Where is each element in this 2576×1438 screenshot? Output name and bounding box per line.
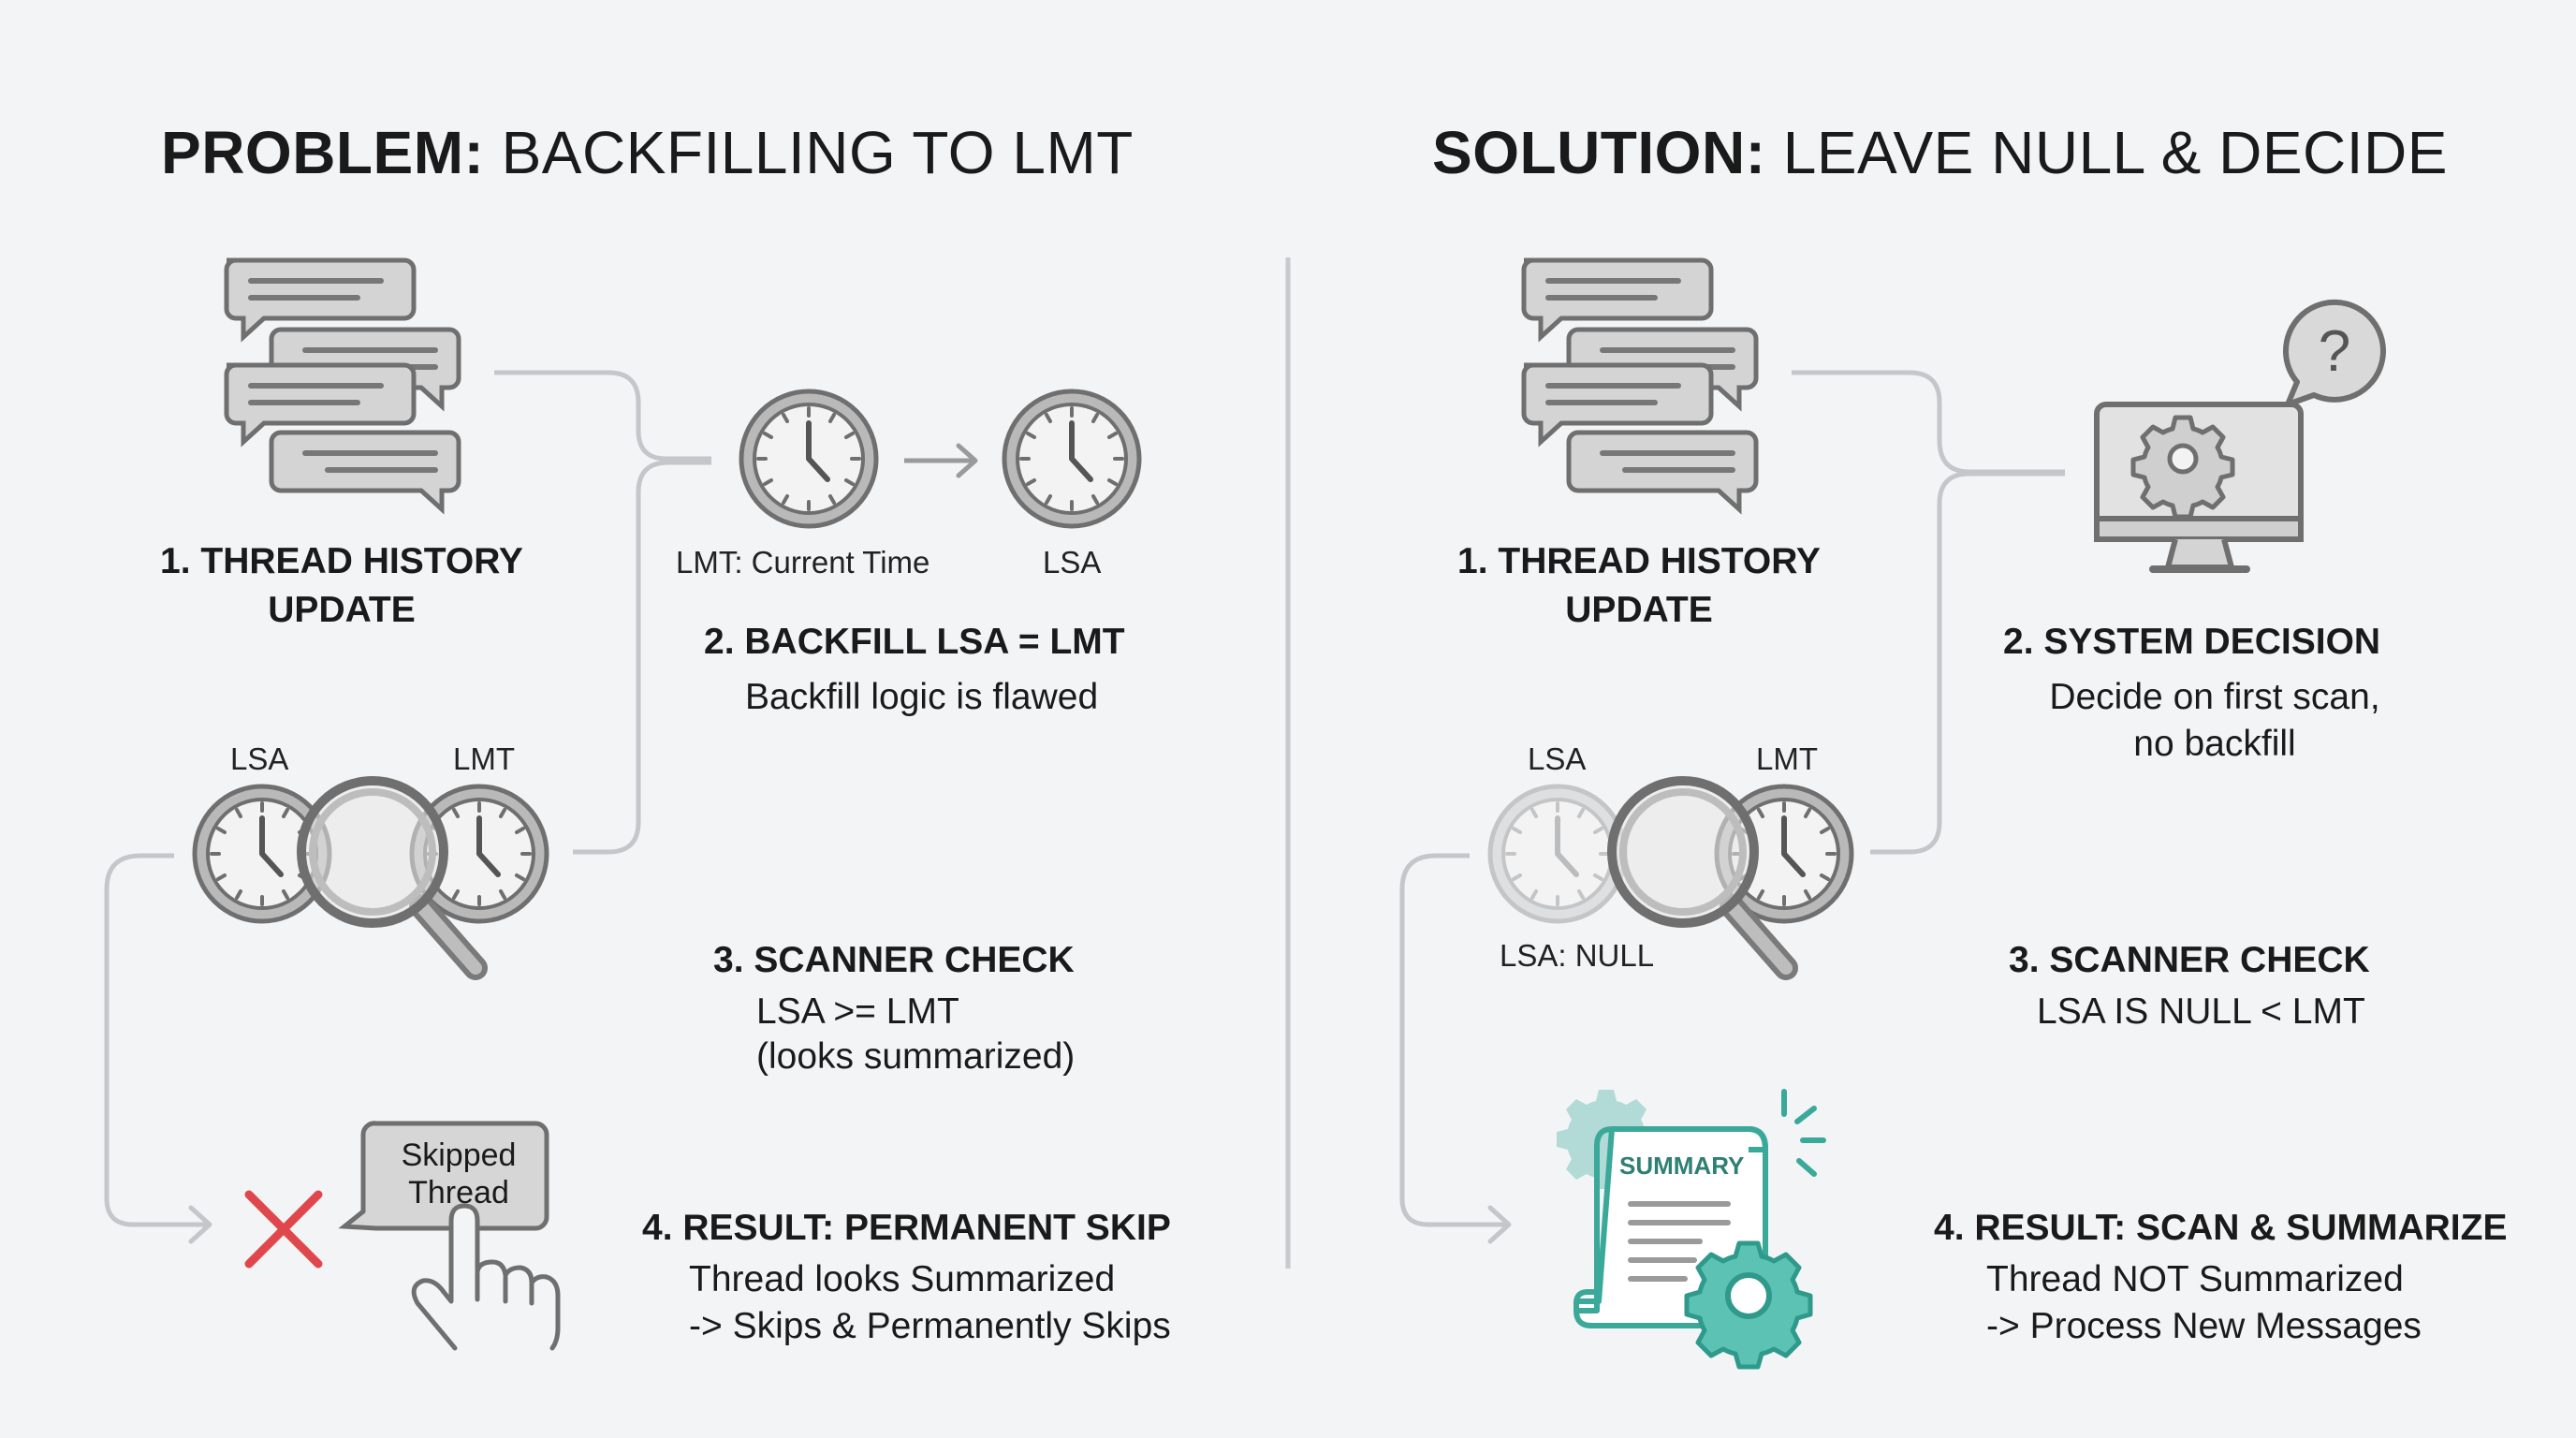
connector-step2-step3 <box>1870 471 2065 855</box>
problem-step4-title: 4. RESULT: PERMANENT SKIP <box>642 1208 1171 1248</box>
skipped-thread-label: Skipped Thread <box>376 1137 541 1211</box>
problem-step2-desc: Backfill logic is flawed <box>745 677 1099 717</box>
pointer-hand-icon <box>411 1203 561 1351</box>
clock-label-lmt-current: LMT: Current Time <box>676 545 930 580</box>
arrow-head <box>1487 1205 1512 1244</box>
solution-step4-line1: Thread NOT Summarized <box>1986 1259 2404 1299</box>
solution-title-bold: SOLUTION: <box>1432 119 1766 186</box>
solution-step3-line1: LSA IS NULL < LMT <box>2037 991 2365 1032</box>
problem-step4-line2: -> Skips & Permanently Skips <box>689 1306 1171 1346</box>
problem-step3-line1: LSA >= LMT <box>756 991 959 1032</box>
connector-step3-step4 <box>104 853 208 1227</box>
problem-step3-line2: (looks summarized) <box>756 1036 1076 1077</box>
solution-step4-line2: -> Process New Messages <box>1986 1306 2422 1346</box>
scan-label-lsa: LSA <box>1528 741 1587 776</box>
problem-title-rest: BACKFILLING TO LMT <box>501 119 1134 186</box>
problem-title-bold: PROBLEM: <box>161 119 485 186</box>
step2-line2: no backfill <box>2133 724 2296 764</box>
solution-step1-label: 1. THREAD HISTORY UPDATE <box>1428 537 1850 635</box>
problem-step3-title: 3. SCANNER CHECK <box>713 940 1075 980</box>
solution-title-rest: LEAVE NULL & DECIDE <box>1782 119 2448 186</box>
problem-step4-line1: Thread looks Summarized <box>689 1259 1116 1299</box>
red-x-icon <box>244 1190 323 1269</box>
connector-step1-step2 <box>494 370 711 462</box>
chat-bubbles-icon <box>227 260 459 509</box>
connector-step2-step3 <box>573 460 711 855</box>
scan-label-lsa-null: LSA: NULL <box>1500 938 1655 973</box>
step1-line1: 1. THREAD HISTORY <box>160 541 523 581</box>
skipped-thread-box <box>338 1121 549 1231</box>
svg-text:?: ? <box>2319 319 2350 384</box>
problem-title: PROBLEM: BACKFILLING TO LMT <box>161 118 1134 187</box>
sparkle-icon <box>1781 1089 1826 1177</box>
connector-step3-step4 <box>1399 853 1507 1227</box>
question-bubble-icon: ? <box>2282 299 2386 407</box>
scan-label-lmt: LMT <box>1756 741 1818 776</box>
solution-step3-title: 3. SCANNER CHECK <box>2009 940 2370 980</box>
chat-bubbles-icon <box>1524 260 1756 509</box>
summary-label: SUMMARY <box>1619 1152 1745 1180</box>
clock-icon <box>741 391 876 526</box>
arrow-head <box>188 1205 212 1244</box>
solution-step4-title: 4. RESULT: SCAN & SUMMARIZE <box>1934 1208 2508 1248</box>
solution-step2-desc: Decide on first scan, no backfill <box>2027 674 2402 768</box>
step1-line2: UPDATE <box>268 590 416 630</box>
gear-icon <box>2130 415 2235 520</box>
skipped-line1: Skipped <box>401 1137 517 1173</box>
scan-label-lmt: LMT <box>453 741 515 776</box>
problem-step2-title: 2. BACKFILL LSA = LMT <box>704 622 1125 662</box>
problem-step1-label: 1. THREAD HISTORY UPDATE <box>131 537 552 635</box>
clock-icon-faded <box>1490 786 1625 921</box>
teal-gear-icon <box>1684 1240 1813 1370</box>
solution-step2-title: 2. SYSTEM DECISION <box>2003 622 2381 662</box>
clock-label-lsa: LSA <box>1043 545 1102 580</box>
step2-line1: Decide on first scan, <box>2049 677 2380 717</box>
step1-line1: 1. THREAD HISTORY <box>1457 541 1821 581</box>
connector-step1-step2 <box>1792 370 2065 475</box>
clock-icon <box>1004 391 1139 526</box>
scan-label-lsa: LSA <box>230 741 289 776</box>
step1-line2: UPDATE <box>1565 590 1713 630</box>
skipped-line2: Thread <box>408 1175 509 1211</box>
solution-title: SOLUTION: LEAVE NULL & DECIDE <box>1432 118 2448 187</box>
